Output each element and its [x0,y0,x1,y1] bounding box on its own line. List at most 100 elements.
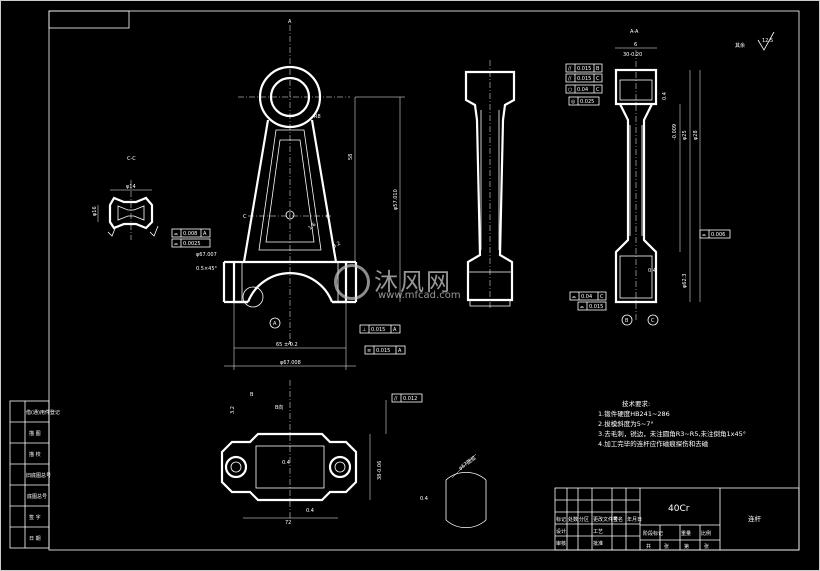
svg-text:φ67圆弧: φ67圆弧 [457,455,477,472]
svg-text:0.04: 0.04 [577,87,588,93]
svg-text:C: C [243,214,247,220]
svg-text:B向: B向 [275,404,283,411]
svg-text:C: C [596,76,600,82]
svg-text:共: 共 [646,543,651,550]
material-label: 40Cr [668,504,690,514]
svg-text:C: C [596,87,600,93]
svg-text:φ16: φ16 [92,206,98,216]
svg-text:φ14: φ14 [126,184,136,190]
svg-text:1.6: 1.6 [307,222,317,232]
side-table-cell: 描 校 [29,451,41,458]
svg-text:6: 6 [634,42,637,48]
tolerance-frame: // 0.012 [391,393,423,403]
front-view: A A C C 58 φ57.010 65 ± 0.2 [171,19,406,370]
small-end-bore [269,76,311,118]
svg-text:0.04: 0.04 [581,294,592,300]
svg-text:分区: 分区 [579,516,589,523]
svg-text:1.锻件硬度HB241~286: 1.锻件硬度HB241~286 [598,409,670,418]
tolerance-frame: ⌓ 0.006 [699,229,731,239]
svg-text:重量: 重量 [681,530,691,537]
svg-text:0.015: 0.015 [577,66,591,72]
svg-text:A: A [203,231,207,237]
tolerance-frame: ○ 0.04 C [565,84,603,94]
svg-text:φ28: φ28 [693,130,699,140]
side-table-cell: 旧底图总号 [26,472,51,479]
tolerance-frame: // 0.015 C [565,73,603,83]
svg-text:B: B [250,392,254,398]
svg-text:φ57.010: φ57.010 [393,189,399,210]
svg-text:更改文件号: 更改文件号 [593,516,618,523]
svg-text:工艺: 工艺 [593,529,603,535]
svg-text://: // [568,76,572,82]
svg-text:◎: ◎ [571,99,576,105]
svg-text:A: A [398,348,402,354]
side-table: 借(通)用件登记 描 图 描 校 旧底图总号 底图总号 签 字 日 期 [9,400,60,549]
svg-text:阶段标记: 阶段标记 [643,530,663,537]
svg-text:0.015: 0.015 [589,304,603,310]
svg-text:0.4: 0.4 [282,460,290,466]
svg-text:φ67.008: φ67.008 [280,360,301,366]
roughness-note: 其余 12.5 [735,31,775,51]
svg-text:审核: 审核 [556,540,566,547]
svg-text:0.012: 0.012 [403,396,417,402]
svg-text://: // [394,396,398,402]
svg-text:0.015: 0.015 [371,327,385,333]
svg-text:0.0025: 0.0025 [183,241,201,247]
svg-text:0.015: 0.015 [577,76,591,82]
svg-text:65 ± 0.2: 65 ± 0.2 [276,342,298,348]
svg-text:A: A [288,341,292,347]
svg-text:第: 第 [684,543,689,550]
svg-text:38-0.06: 38-0.06 [377,461,383,480]
svg-text:0.006: 0.006 [711,232,725,238]
svg-text:⌓: ⌓ [702,232,706,238]
svg-text:0.4: 0.4 [648,268,656,274]
svg-text:0.015: 0.015 [376,348,390,354]
svg-text:12.5: 12.5 [762,38,773,44]
svg-text:年月日: 年月日 [627,516,642,523]
tolerance-frame: ⊥ 0.015 A [359,324,401,334]
svg-text:φ67.007: φ67.007 [196,252,217,258]
svg-text:⌓: ⌓ [174,241,178,247]
svg-text:○: ○ [568,87,572,93]
svg-text:C: C [326,214,330,220]
svg-text:批准: 批准 [593,540,603,547]
svg-text:⌓: ⌓ [572,294,576,300]
inner-border [48,10,800,551]
small-end-outer [258,65,322,129]
svg-text:4.加工完毕的连杆应作磁痕探伤和去磁: 4.加工完毕的连杆应作磁痕探伤和去磁 [598,439,709,448]
side-table-cell: 底图总号 [27,493,47,500]
svg-text:B: B [625,318,629,324]
svg-text:⌓: ⌓ [174,231,178,237]
tolerance-frame: ≡ 0.015 A [364,345,406,355]
svg-text:3.去毛刺，锐边，未注圆角R3~R5,未注倒角1x45°: 3.去毛刺，锐边，未注圆角R3~R5,未注倒角1x45° [598,429,746,438]
svg-text:58: 58 [348,154,354,160]
svg-text:C: C [600,294,604,300]
side-table-cell: 借(通)用件登记 [26,409,60,416]
svg-text:φ62.3: φ62.3 [682,274,688,288]
side-table-cell: 日 期 [29,536,41,542]
svg-text:A: A [273,321,277,327]
svg-text:B: B [596,66,600,72]
svg-text:0.5×45°: 0.5×45° [196,266,218,272]
svg-text://: // [568,66,572,72]
svg-text:C: C [651,318,655,324]
svg-text:签名: 签名 [613,516,623,523]
big-end-arc [246,272,334,303]
svg-text:其余: 其余 [735,42,745,49]
svg-text:R8: R8 [314,114,321,120]
svg-text:设计: 设计 [556,528,566,535]
svg-text:3.2: 3.2 [332,241,342,250]
tolerance-frame: ⌓ 0.008 A [171,228,211,238]
tolerance-frame: // 0.015 B [565,63,603,73]
svg-text:-0.009: -0.009 [672,124,678,140]
svg-text:30-0.20: 30-0.20 [623,52,642,58]
top-left-box [48,10,130,29]
svg-text:⊥: ⊥ [362,327,366,333]
view-b: B B向 72 38-0.06 3.2 0.4 0.4 // 0.012 [220,380,423,526]
section-aa: A-A 6 30-0.20 -0.009 φ25 φ28 φ62.3 0.4 0… [565,29,731,326]
svg-text:0.4: 0.4 [306,508,314,514]
tech-requirements: 技术要求: 1.锻件硬度HB241~286 2.拔模斜度为5~7° 3.去毛刺，… [598,399,746,448]
side-table-cell: 描 图 [29,430,41,437]
